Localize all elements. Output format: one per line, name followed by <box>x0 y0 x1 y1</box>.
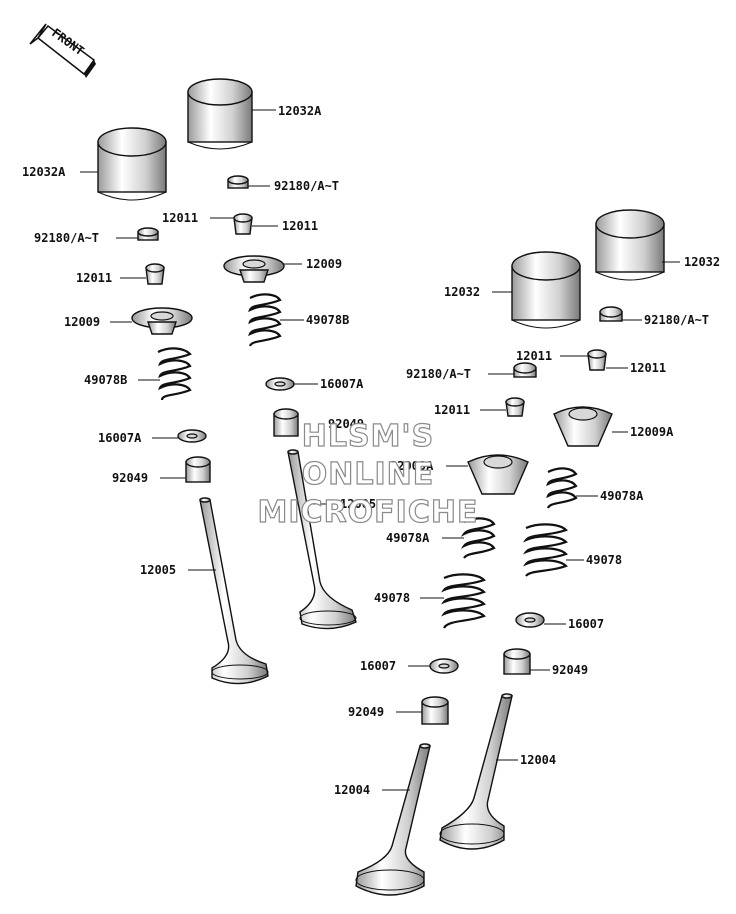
label-49078-right: 49078 <box>586 553 622 567</box>
label-shim-mid: 92180/A~T <box>406 367 471 381</box>
retainer-12009-right <box>223 255 285 283</box>
label-49078A-left: 49078A <box>386 531 430 545</box>
label-49078A-right: 49078A <box>600 489 644 503</box>
seat-16007-left <box>429 658 459 674</box>
label-shim-top: 92180/A~T <box>274 179 339 193</box>
watermark-line-3: MICROFICHE <box>258 495 479 530</box>
label-12032A-left: 12032A <box>22 165 66 179</box>
label-92049-exh-right: 92049 <box>552 663 588 677</box>
shim-left <box>137 227 159 241</box>
label-49078B-right: 49078B <box>306 313 349 327</box>
retainer-12009A-right <box>553 406 613 447</box>
spring-49078A-left <box>460 517 496 559</box>
seal-92049-exh-right <box>503 648 531 675</box>
watermark: HLSM'S ONLINE MICROFICHE <box>257 418 479 530</box>
valve-12004-left <box>355 743 431 896</box>
label-keeper-mid-left: 12011 <box>162 211 198 225</box>
retainer-12009-left <box>131 307 193 335</box>
label-12009A-right: 12009A <box>630 425 674 439</box>
label-keeper-right-a: 12011 <box>516 349 552 363</box>
keeper-right-low <box>505 397 525 417</box>
label-keeper-mid-right: 12011 <box>282 219 318 233</box>
watermark-line-1: HLSM'S <box>302 419 434 454</box>
watermark-line-2: ONLINE <box>302 457 435 492</box>
shim-right <box>599 306 623 322</box>
spring-49078-right <box>523 523 568 577</box>
seal-92049-left <box>185 456 211 483</box>
label-92049-right: 92049 <box>328 417 364 431</box>
label-12009-right: 12009 <box>306 257 342 271</box>
label-16007-left: 16007 <box>360 659 396 673</box>
label-12005-left: 12005 <box>140 563 176 577</box>
label-12009-left: 12009 <box>64 315 100 329</box>
spring-49078-left <box>441 573 486 629</box>
label-shim-right: 92180/A~T <box>644 313 709 327</box>
tappet-12032-right <box>595 209 665 281</box>
retainer-12009A-left <box>467 454 529 495</box>
label-16007A-left: 16007A <box>98 431 142 445</box>
label-49078B-left: 49078B <box>84 373 127 387</box>
label-92049-left: 92049 <box>112 471 148 485</box>
label-12005-right: 12005 <box>340 497 376 511</box>
seal-92049-right <box>273 408 299 437</box>
keeper-right-top <box>587 349 607 371</box>
label-16007-right: 16007 <box>568 617 604 631</box>
shim-top <box>227 175 249 189</box>
tappet-12032-left <box>511 251 581 329</box>
seat-16007A-left <box>177 429 207 443</box>
label-keeper-right-c: 12011 <box>434 403 470 417</box>
label-shim-left: 92180/A~T <box>34 231 99 245</box>
label-keeper-right-b: 12011 <box>630 361 666 375</box>
seat-16007A-right <box>265 377 295 391</box>
label-12009A-left: 12009A <box>390 459 434 473</box>
label-keeper-left: 12011 <box>76 271 112 285</box>
spring-49078A-right <box>546 467 578 509</box>
label-12004-left: 12004 <box>334 783 370 797</box>
label-12032A-top: 12032A <box>278 104 322 118</box>
label-49078-left: 49078 <box>374 591 410 605</box>
label-16007A-right: 16007A <box>320 377 364 391</box>
shim-mid <box>513 362 537 378</box>
valve-12004-right <box>439 693 513 850</box>
seal-92049-exh-left <box>421 696 449 725</box>
label-92049-exh-left: 92049 <box>348 705 384 719</box>
seat-16007-right <box>515 612 545 628</box>
valve-12005-right <box>287 449 357 630</box>
leader-lines <box>80 109 680 791</box>
tappet-12032A-top <box>187 78 253 150</box>
tappet-12032A-left <box>97 127 167 201</box>
spring-49078B-left <box>157 347 192 401</box>
label-12032-right: 12032 <box>684 255 720 269</box>
keeper-left <box>145 263 165 285</box>
valve-12005-left <box>199 497 269 685</box>
front-arrow-icon: FRONT <box>29 23 96 78</box>
label-12004-right: 12004 <box>520 753 556 767</box>
label-12032-left: 12032 <box>444 285 480 299</box>
keeper-mid <box>233 213 253 235</box>
spring-49078B-right <box>248 293 282 347</box>
